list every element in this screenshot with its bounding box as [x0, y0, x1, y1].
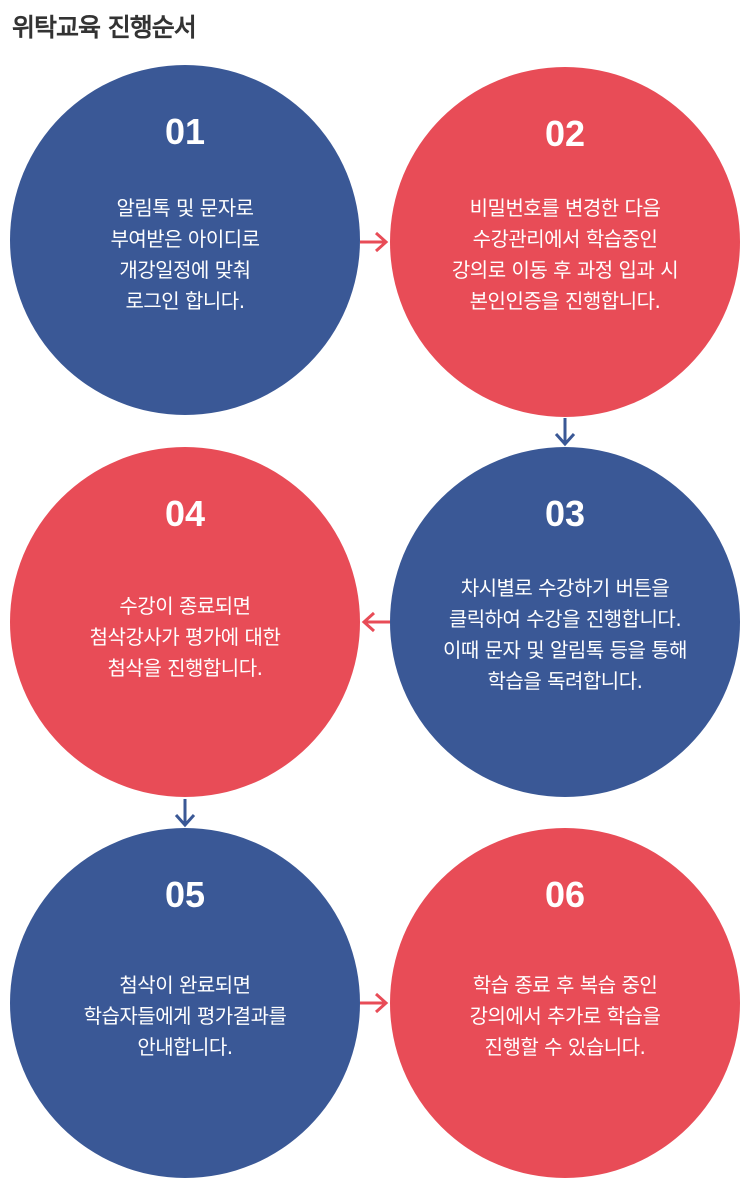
step-01: 01 알림톡 및 문자로 부여받은 아이디로 개강일정에 맞춰 로그인 합니다. — [10, 65, 360, 415]
arrow-right-icon — [360, 992, 389, 1014]
step-06: 06 학습 종료 후 복습 중인 강의에서 추가로 학습을 진행할 수 있습니다… — [390, 828, 740, 1178]
step-number: 05 — [164, 874, 206, 915]
arrow-down-icon — [554, 418, 576, 447]
step-number: 04 — [164, 493, 206, 534]
arrow-left-icon — [361, 611, 390, 633]
step-description: 알림톡 및 문자로 부여받은 아이디로 개강일정에 맞춰 로그인 합니다. — [110, 196, 260, 313]
step-number: 01 — [164, 111, 206, 152]
step-description: 학습 종료 후 복습 중인 강의에서 추가로 학습을 진행할 수 있습니다. — [469, 973, 661, 1059]
step-number: 02 — [544, 113, 586, 154]
step-02: 02 비밀번호를 변경한 다음 수강관리에서 학습중인 강의로 이동 후 과정 … — [390, 67, 740, 417]
step-number: 03 — [544, 493, 586, 534]
arrow-down-icon — [174, 799, 196, 828]
step-05: 05 첨삭이 완료되면 학습자들에게 평가결과를 안내합니다. — [10, 828, 360, 1178]
step-description: 비밀번호를 변경한 다음 수강관리에서 학습중인 강의로 이동 후 과정 입과 … — [451, 196, 679, 313]
step-number: 06 — [544, 874, 586, 915]
step-description: 수강이 종료되면 첨삭강사가 평가에 대한 첨삭을 진행합니다. — [89, 594, 281, 680]
step-description: 첨삭이 완료되면 학습자들에게 평가결과를 안내합니다. — [83, 973, 287, 1059]
step-description: 차시별로 수강하기 버튼을 클릭하여 수강을 진행합니다. 이때 문자 및 알림… — [442, 576, 688, 693]
step-03: 03 차시별로 수강하기 버튼을 클릭하여 수강을 진행합니다. 이때 문자 및… — [390, 447, 740, 797]
step-04: 04 수강이 종료되면 첨삭강사가 평가에 대한 첨삭을 진행합니다. — [10, 447, 360, 797]
arrow-right-icon — [360, 231, 389, 253]
page-title: 위탁교육 진행순서 — [12, 13, 197, 42]
